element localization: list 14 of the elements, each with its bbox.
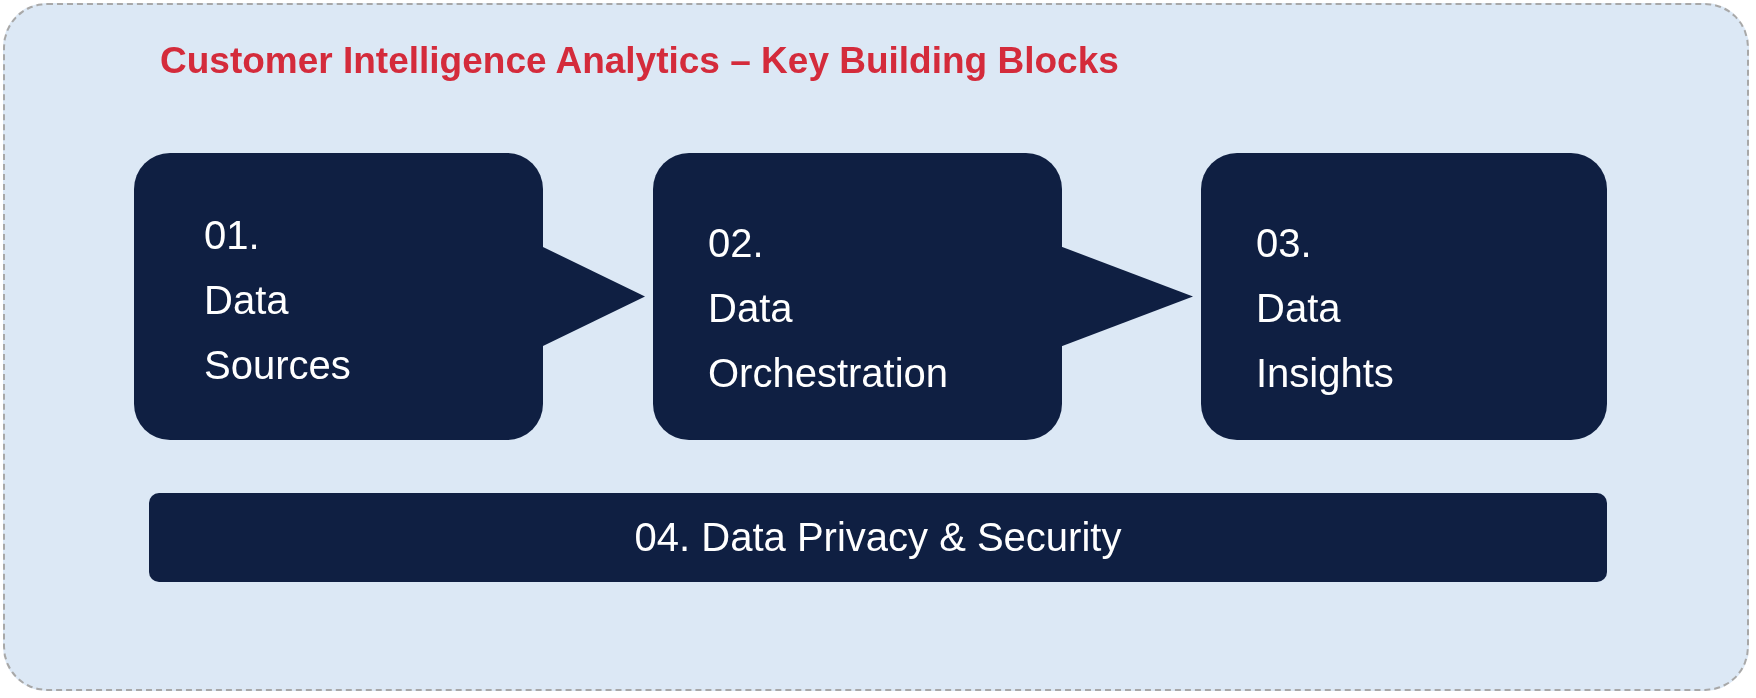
step-label: Data Insights (1256, 285, 1394, 397)
step-number: 01. (204, 212, 260, 259)
title: Customer Intelligence Analytics – Key Building Blocks (160, 40, 1119, 82)
step-label: Data Orchestration (708, 285, 949, 397)
process-box (134, 153, 543, 440)
step-number: 03. (1256, 220, 1312, 267)
banner-bar (149, 493, 1607, 582)
process-box (653, 153, 1062, 440)
chevron-arrow (1061, 246, 1193, 347)
process-box (1201, 153, 1607, 440)
step-label: Data Sources (204, 277, 351, 389)
step-number: 02. (708, 220, 764, 267)
chevron-arrow (542, 246, 645, 347)
step-label: 04. Data Privacy & Security (634, 514, 1122, 561)
